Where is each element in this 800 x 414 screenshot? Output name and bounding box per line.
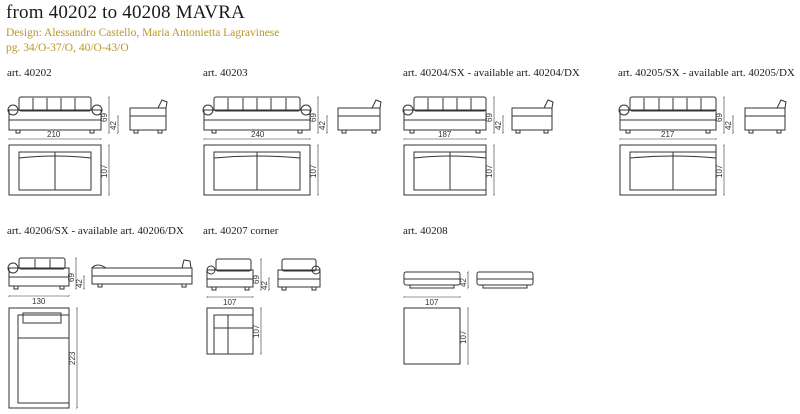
dim-seat-40208: 42 [459,278,468,287]
dim-width-40205: 217 [661,130,675,139]
dim-height-40206: 69 [67,273,76,282]
dim-seat-40204: 42 [494,121,503,130]
dim-width-40206: 130 [32,297,46,306]
pouf-40208-plan-view [403,307,461,365]
dim-height-40203: 69 [309,113,318,122]
dim-width-40204: 187 [438,130,452,139]
sofa-40203-plan-view [203,144,311,196]
dim-depth-40208: 107 [459,330,468,344]
article-label-40208: art. 40208 [403,225,448,237]
dim-seat-40203: 42 [318,121,327,130]
page-title: from 40202 to 40208 MAVRA [6,2,245,23]
sofa-40205-plan-view [619,144,717,196]
dim-width-40208: 107 [425,298,439,307]
dim-seat-40205: 42 [724,121,733,130]
article-label-40205: art. 40205/SX - available art. 40205/DX [618,67,795,79]
dim-height-40207: 69 [252,275,261,284]
chaise-40206-side-view [91,259,193,288]
dim-width-40202: 210 [47,130,61,139]
chaise-40206-plan-view [8,307,70,409]
pouf-40208-side-view [476,271,534,289]
dim-seat-40206: 42 [75,279,84,288]
dim-height-40205: 69 [715,113,724,122]
chaise-40206-front-view [7,257,70,290]
sofa-40205-side-view [744,99,787,134]
dim-depth-40204: 107 [485,164,494,178]
pouf-40208-front-view [403,271,461,289]
article-label-40203: art. 40203 [203,67,248,79]
page-reference: pg. 34/O-37/O, 40/O-43/O [6,42,129,54]
sofa-40204-front-view [402,96,487,134]
dim-height-40202: 69 [100,113,109,122]
sofa-40205-front-view [618,96,717,134]
dim-height-40204: 69 [485,113,494,122]
dim-width-40207: 107 [223,298,237,307]
article-label-40207: art. 40207 corner [203,225,279,237]
corner-40207-plan-view [206,307,254,355]
sofa-40202-plan-view [8,144,102,196]
dim-depth-40205: 107 [715,164,724,178]
corner-40207-front-view [206,258,254,291]
corner-40207-side-view [277,258,321,291]
article-label-40202: art. 40202 [7,67,52,79]
sofa-40202-front-view [7,96,103,134]
dim-depth-40207: 107 [252,324,261,338]
sofa-40203-side-view [337,99,382,134]
sofa-40204-side-view [511,99,554,134]
sofa-40203-front-view [202,96,312,134]
dim-depth-40206: 223 [68,351,77,365]
dim-depth-40203: 107 [309,164,318,178]
article-label-40204: art. 40204/SX - available art. 40204/DX [403,67,580,79]
sofa-40202-side-view [129,99,168,134]
design-credit: Design: Alessandro Castello, Maria Anton… [6,27,280,39]
dim-width-40203: 240 [251,130,265,139]
article-label-40206: art. 40206/SX - available art. 40206/DX [7,225,184,237]
dim-seat-40207: 42 [260,281,269,290]
sofa-40204-plan-view [403,144,487,196]
dim-seat-40202: 42 [109,121,118,130]
dim-depth-40202: 107 [100,164,109,178]
